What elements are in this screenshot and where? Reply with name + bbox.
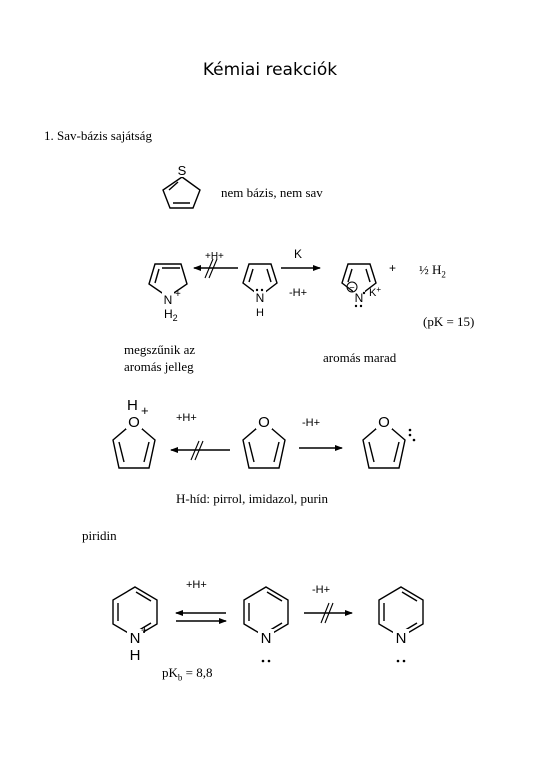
lone-pair-dot bbox=[402, 659, 406, 663]
pyrrolide-atom-mask bbox=[353, 290, 365, 304]
pyridine-deprotonation-label: -H+ bbox=[312, 584, 330, 596]
pyridinium-hydrogen: H bbox=[130, 647, 141, 664]
pyrrole-protonation-label: +H+ bbox=[205, 251, 224, 262]
pyrrolide-nitrogen: N bbox=[355, 291, 364, 305]
blocked-mark-1 bbox=[320, 602, 330, 624]
plus-sign: + bbox=[389, 261, 396, 275]
pkb-value: pKb = 8,8 bbox=[162, 665, 213, 683]
hydrogen-product: ½ H2 bbox=[419, 262, 446, 280]
thiophene-molecule bbox=[162, 176, 201, 209]
furyl-oxygen: O bbox=[378, 414, 390, 431]
lone-pair-dot bbox=[354, 304, 358, 308]
pyridine-nitrogen: N bbox=[261, 630, 272, 647]
pyridinium-atom-mask bbox=[127, 629, 143, 645]
pyridinium-charge: + bbox=[141, 623, 148, 637]
section-heading: 1. Sav-bázis sajátság bbox=[44, 128, 152, 143]
blocked-mark-1 bbox=[204, 258, 214, 279]
page-title: Kémiai reakciók bbox=[202, 60, 338, 80]
pyrrole-nitrogen: N bbox=[256, 291, 265, 305]
ion-pair-dot bbox=[362, 291, 366, 295]
furan-atom-mask bbox=[256, 413, 272, 429]
blocked-mark-2 bbox=[208, 258, 218, 279]
lone-pair-dot bbox=[260, 288, 264, 292]
oxonium-furan-molecule bbox=[112, 421, 156, 469]
negative-charge-circle bbox=[346, 281, 358, 293]
thiophene-sulfur: S bbox=[178, 163, 187, 178]
oxonium-charge: + bbox=[141, 403, 149, 418]
pyridine-product-atom-mask bbox=[393, 629, 409, 645]
pyrrole-hydrogen: H bbox=[256, 307, 264, 319]
blocked-mark-2 bbox=[324, 602, 334, 624]
lone-pair-dot bbox=[359, 304, 363, 308]
furyl-atom-mask bbox=[376, 413, 392, 429]
pyridinium-nitrogen: N bbox=[130, 630, 141, 647]
pyridine-protonation-label: +H+ bbox=[186, 579, 207, 591]
lone-pair-dot bbox=[408, 433, 412, 437]
lone-pair-dot bbox=[396, 659, 400, 663]
note-aromaticity-lost-2: aromás jelleg bbox=[124, 359, 194, 374]
pyrrolide-anion-molecule bbox=[341, 263, 377, 297]
pyridine-product-nitrogen: N bbox=[396, 630, 407, 647]
furyl-anion-molecule bbox=[362, 421, 406, 469]
pyrrolium-charge: + bbox=[175, 289, 181, 300]
potassium-reagent-label: K bbox=[294, 247, 302, 261]
oxonium-oxygen: O bbox=[128, 414, 140, 431]
oxonium-hydrogen: H bbox=[127, 397, 138, 414]
blocked-mark-2 bbox=[194, 440, 204, 461]
lone-pair-dot bbox=[261, 659, 265, 663]
pyrrole-atom-mask bbox=[254, 290, 266, 304]
furan-molecule bbox=[242, 421, 286, 469]
furan-protonation-label: +H+ bbox=[176, 412, 197, 424]
pyrrolium-atom-mask bbox=[162, 292, 174, 306]
negative-charge: − bbox=[349, 283, 354, 293]
pk-value: (pK = 15) bbox=[423, 314, 475, 329]
lone-pair-dot bbox=[412, 438, 416, 442]
oxonium-atom-mask bbox=[126, 413, 142, 429]
pyrrole-molecule bbox=[242, 263, 278, 297]
pyridine-atom-mask bbox=[258, 629, 274, 645]
pyridine-label: piridin bbox=[82, 528, 117, 543]
pyrrolium-hydrogens: H2 bbox=[164, 307, 178, 323]
blocked-mark-1 bbox=[190, 440, 200, 461]
lone-pair-dot bbox=[267, 659, 271, 663]
lone-pair-dot bbox=[255, 288, 259, 292]
thiophene-atom-mask bbox=[176, 163, 188, 177]
pyrrole-deprotonation-label: -H+ bbox=[289, 287, 307, 299]
furan-deprotonation-label: -H+ bbox=[302, 417, 320, 429]
lone-pair-dot bbox=[408, 428, 412, 432]
hydrogen-bond-note: H-híd: pirrol, imidazol, purin bbox=[176, 491, 329, 506]
furan-oxygen: O bbox=[258, 414, 270, 431]
pyrrolium-molecule bbox=[148, 263, 188, 298]
note-aromaticity-lost-1: megszűnik az bbox=[124, 342, 196, 357]
pyrrolium-nitrogen: N bbox=[164, 293, 173, 307]
note-aromatic-retained: aromás marad bbox=[323, 350, 397, 365]
thiophene-note: nem bázis, nem sav bbox=[221, 185, 323, 200]
potassium-cation: K+ bbox=[369, 285, 381, 299]
